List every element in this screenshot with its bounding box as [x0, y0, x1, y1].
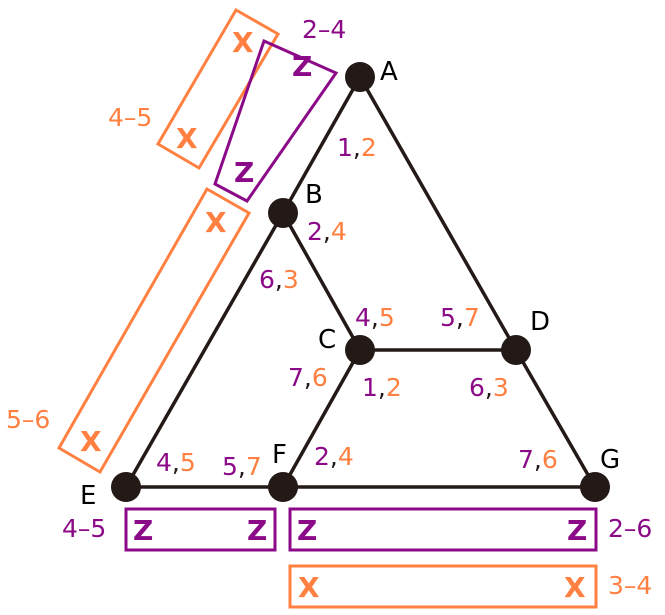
- port-labels: 1,2 2,4 6,3 4,5 7,6 1,2 5,7 6,3 4,5 5,7 …: [156, 133, 558, 481]
- node-label-F: F: [272, 440, 287, 470]
- node-label-B: B: [305, 180, 323, 210]
- stabilizer-label-x-5-6: 5–6: [6, 405, 50, 434]
- stabilizer-label-z-4-5: 4–5: [62, 514, 106, 543]
- port-label-B-A: 2,4: [307, 217, 347, 246]
- node-C: [345, 335, 375, 365]
- z-gate-icon: Z: [247, 514, 267, 547]
- port-label-B-C: 6,3: [259, 265, 299, 294]
- x-gate-icon: X: [80, 425, 102, 458]
- stabilizer-box-x-4-5: [155, 7, 281, 171]
- x-gate-icon: X: [564, 571, 586, 604]
- stabilizer-label-z-2-4: 2–4: [302, 15, 346, 44]
- edge-A-D: [358, 76, 518, 351]
- nodes: [111, 62, 610, 502]
- edges: [124, 76, 597, 489]
- port-label-A: 1,2: [337, 133, 377, 162]
- z-gate-icon: Z: [297, 514, 317, 547]
- x-gate-icon: X: [205, 206, 227, 239]
- edge-C-F: [281, 349, 362, 488]
- node-label-E: E: [80, 481, 96, 511]
- x-gate-icon: X: [176, 122, 198, 155]
- x-gate-icon: X: [298, 571, 320, 604]
- z-gate-icon: Z: [567, 514, 587, 547]
- port-label-E-F: 4,5: [156, 448, 196, 477]
- stabilizer-box-z-2-4: [213, 38, 339, 203]
- z-gate-icon: Z: [133, 514, 153, 547]
- x-gate-icon: X: [232, 26, 254, 59]
- port-label-G-D: 7,6: [518, 445, 558, 474]
- node-label-A: A: [380, 57, 398, 87]
- stabilizer-box-x-5-6: [56, 186, 252, 475]
- port-label-C-F: 7,6: [288, 363, 328, 392]
- z-gate-icon: Z: [292, 50, 312, 83]
- stabilizer-label-x-4-5: 4–5: [108, 103, 152, 132]
- z-gate-icon: Z: [234, 156, 254, 189]
- node-G: [580, 472, 610, 502]
- node-label-C: C: [318, 325, 336, 355]
- port-label-C-D: 1,2: [362, 373, 402, 402]
- node-B: [268, 198, 298, 228]
- port-label-D-A: 5,7: [440, 303, 480, 332]
- node-label-D: D: [530, 307, 550, 337]
- stabilizer-label-x-3-4: 3–4: [608, 571, 652, 600]
- edge-A-B: [281, 76, 362, 214]
- node-D: [501, 335, 531, 365]
- node-E: [111, 472, 141, 502]
- edge-D-G: [514, 349, 597, 488]
- port-label-C-B: 4,5: [355, 303, 395, 332]
- stabilizer-box-z-2-6: [288, 507, 598, 552]
- node-F: [268, 472, 298, 502]
- edge-B-E: [124, 212, 285, 488]
- node-label-G: G: [600, 445, 620, 475]
- stabilizer-box-x-3-4: [288, 564, 598, 609]
- edge-B-C: [281, 212, 362, 351]
- stabilizer-label-z-2-6: 2–6: [608, 514, 652, 543]
- node-A: [345, 62, 375, 92]
- stabilizer-box-z-4-5: [124, 507, 277, 552]
- port-label-F-C: 2,4: [314, 442, 354, 471]
- port-label-D-G: 6,3: [469, 373, 509, 402]
- port-label-F-E: 5,7: [222, 452, 262, 481]
